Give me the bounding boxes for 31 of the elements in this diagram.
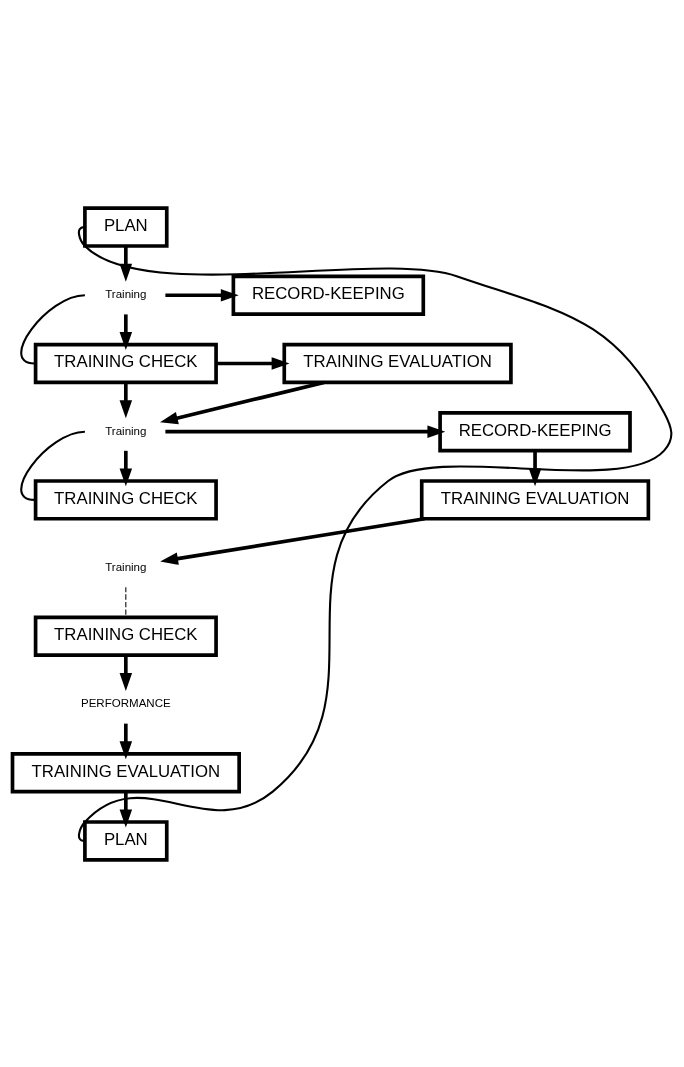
node-box: TRAINING EVALUATION xyxy=(419,478,651,521)
node-box: TRAINING EVALUATION xyxy=(10,751,241,793)
node-text: Training xyxy=(105,560,147,573)
node-text: Training xyxy=(105,287,147,300)
connector xyxy=(20,430,86,501)
arrow xyxy=(165,424,446,438)
arrow xyxy=(160,380,325,424)
node-box: TRAINING CHECK xyxy=(33,478,218,521)
node-text: PERFORMANCE xyxy=(80,696,171,709)
node-box: TRAINING EVALUATION xyxy=(282,342,513,384)
arrow xyxy=(119,791,133,827)
node-text: Training xyxy=(105,424,147,437)
arrow xyxy=(119,313,133,350)
arrow xyxy=(119,382,133,418)
arrow xyxy=(119,450,133,486)
node-box: RECORD-KEEPING xyxy=(438,410,632,452)
node-box: TRAINING CHECK xyxy=(33,342,218,384)
arrow xyxy=(119,723,133,759)
arrow xyxy=(216,356,290,370)
arrow xyxy=(119,245,133,282)
node-box: PLAN xyxy=(83,819,169,862)
node-box: RECORD-KEEPING xyxy=(231,274,426,316)
arrow xyxy=(160,516,425,565)
node-box: TRAINING CHECK xyxy=(33,615,218,657)
arrow xyxy=(119,654,133,691)
arrow xyxy=(528,450,542,486)
connector xyxy=(125,586,127,618)
connector xyxy=(79,226,672,841)
connector xyxy=(20,293,86,365)
arrow xyxy=(165,288,239,302)
node-box: PLAN xyxy=(83,205,169,248)
